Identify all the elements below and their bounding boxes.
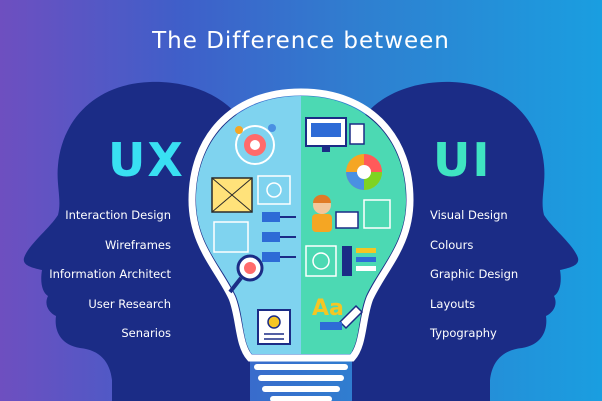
ux-skill-item: Information Architect (49, 267, 171, 281)
monitor-icon (305, 117, 365, 152)
ux-heading: UX (108, 133, 185, 187)
flowchart-icon (213, 212, 296, 262)
bulb-base (254, 364, 348, 401)
wireframe-icon (211, 175, 291, 213)
page-title: The Difference between (152, 28, 450, 54)
ui-skill-item: Visual Design (430, 208, 508, 222)
ui-skill-item: Typography (430, 326, 497, 340)
designer-icon (312, 194, 391, 232)
ux-skill-item: Interaction Design (65, 208, 171, 222)
ui-skill-item: Colours (430, 237, 474, 252)
ux-skill-item: Senarios (121, 326, 171, 340)
document-icon (257, 309, 291, 345)
bulb-outline (188, 88, 414, 362)
typography-icon: Aa (312, 296, 364, 330)
ux-skill-list: Interaction Design Wireframes Informatio… (49, 208, 171, 356)
ux-skill-item: Wireframes (105, 237, 171, 252)
right-head-silhouette (352, 81, 579, 401)
ui-skill-item: Graphic Design (430, 267, 519, 281)
left-head-silhouette (23, 81, 250, 401)
layout-icon (305, 245, 376, 277)
color-wheel-icon (346, 154, 382, 190)
target-icon (235, 124, 276, 165)
ui-skill-item: Layouts (430, 296, 476, 311)
ux-skill-item: User Research (88, 296, 171, 311)
ui-skill-list: Visual Design Colours Graphic Design Lay… (430, 208, 518, 356)
magnifier-icon (228, 254, 264, 294)
ui-heading: UI (433, 133, 492, 187)
svg-text:Aa: Aa (312, 296, 344, 321)
